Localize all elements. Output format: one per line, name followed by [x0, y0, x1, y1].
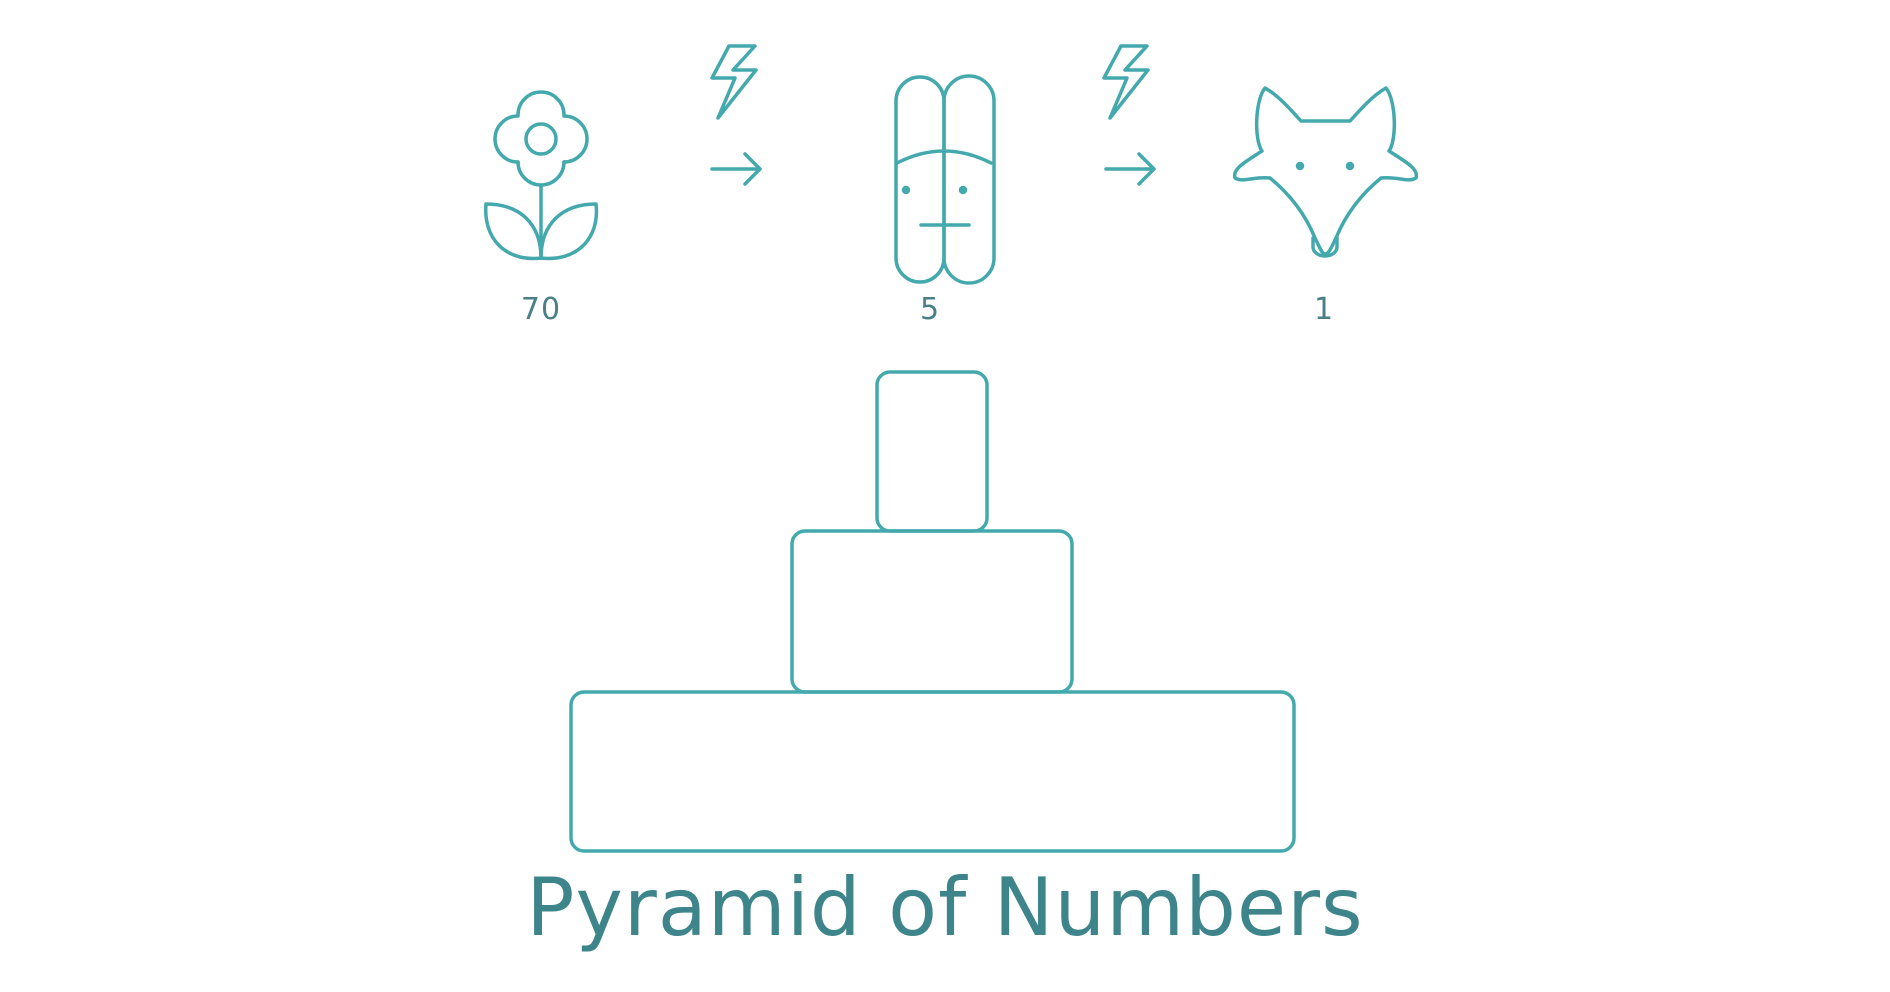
arrow-right-icon — [1104, 152, 1156, 186]
flower-icon — [484, 90, 599, 261]
fox-count: 1 — [1313, 292, 1335, 327]
lightning-icon — [1102, 44, 1150, 120]
flower-count: 70 — [520, 292, 562, 327]
pyramid-of-numbers — [569, 370, 1296, 853]
diagram-title: Pyramid of Numbers — [526, 861, 1364, 954]
rabbit-icon — [894, 74, 996, 285]
lightning-icon — [710, 44, 758, 120]
pyramid-level-secondary-consumer — [875, 370, 989, 533]
fox-icon — [1232, 86, 1419, 258]
rabbit-count: 5 — [919, 292, 941, 327]
pyramid-level-primary-consumer — [790, 529, 1074, 694]
pyramid-level-producer — [569, 690, 1296, 853]
arrow-right-icon — [710, 152, 762, 186]
